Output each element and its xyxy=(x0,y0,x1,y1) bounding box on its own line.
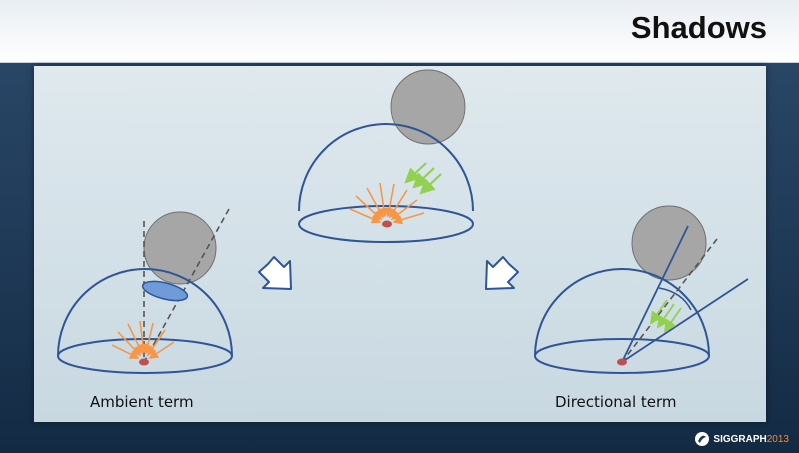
ambient-occluder-sphere xyxy=(143,211,217,285)
diagram-panel: Ambient term Directional term xyxy=(34,66,766,422)
arrow-down-right-icon xyxy=(485,256,519,290)
siggraph-logo-icon xyxy=(695,432,710,446)
center-ambient-rays xyxy=(349,182,425,225)
arrow-down-left-icon xyxy=(258,256,292,290)
directional-hemisphere-base xyxy=(534,338,710,374)
directional-rays xyxy=(649,299,682,333)
logo-brand: SIGGRAPH xyxy=(713,433,767,445)
slide-header: Shadows xyxy=(0,0,799,63)
directional-shadowed-arc xyxy=(658,287,692,311)
center-occluder-sphere xyxy=(390,69,466,145)
directional-dashed-line xyxy=(621,238,718,363)
logo-year: 2013 xyxy=(766,433,789,445)
ambient-shadowed-region xyxy=(141,280,189,302)
slide-title: Shadows xyxy=(630,10,767,45)
directional-hemisphere-group xyxy=(534,205,749,374)
center-hemisphere-base xyxy=(298,205,474,243)
ambient-term-label: Ambient term xyxy=(90,393,194,411)
directional-sample-point xyxy=(617,358,627,366)
directional-cone-edge-lower xyxy=(621,278,749,363)
ambient-hemisphere-dome xyxy=(57,268,233,357)
ambient-sample-point xyxy=(139,358,149,366)
center-hemisphere-group xyxy=(298,69,474,243)
ambient-rays xyxy=(111,320,175,359)
ambient-hemisphere-group xyxy=(57,208,233,374)
shadow-diagram xyxy=(57,69,749,374)
center-sample-point xyxy=(382,220,392,228)
center-directional-rays xyxy=(404,162,442,195)
directional-cone-edge-upper xyxy=(621,225,689,363)
siggraph-logo: SIGGRAPH 2013 xyxy=(694,431,789,447)
directional-hemisphere-dome xyxy=(534,268,710,357)
ambient-hemisphere-base xyxy=(57,338,233,374)
directional-occluder-sphere xyxy=(631,205,707,281)
directional-term-label: Directional term xyxy=(555,393,677,411)
center-hemisphere-dome xyxy=(298,123,474,212)
ambient-occlusion-line-diagonal xyxy=(143,208,230,363)
